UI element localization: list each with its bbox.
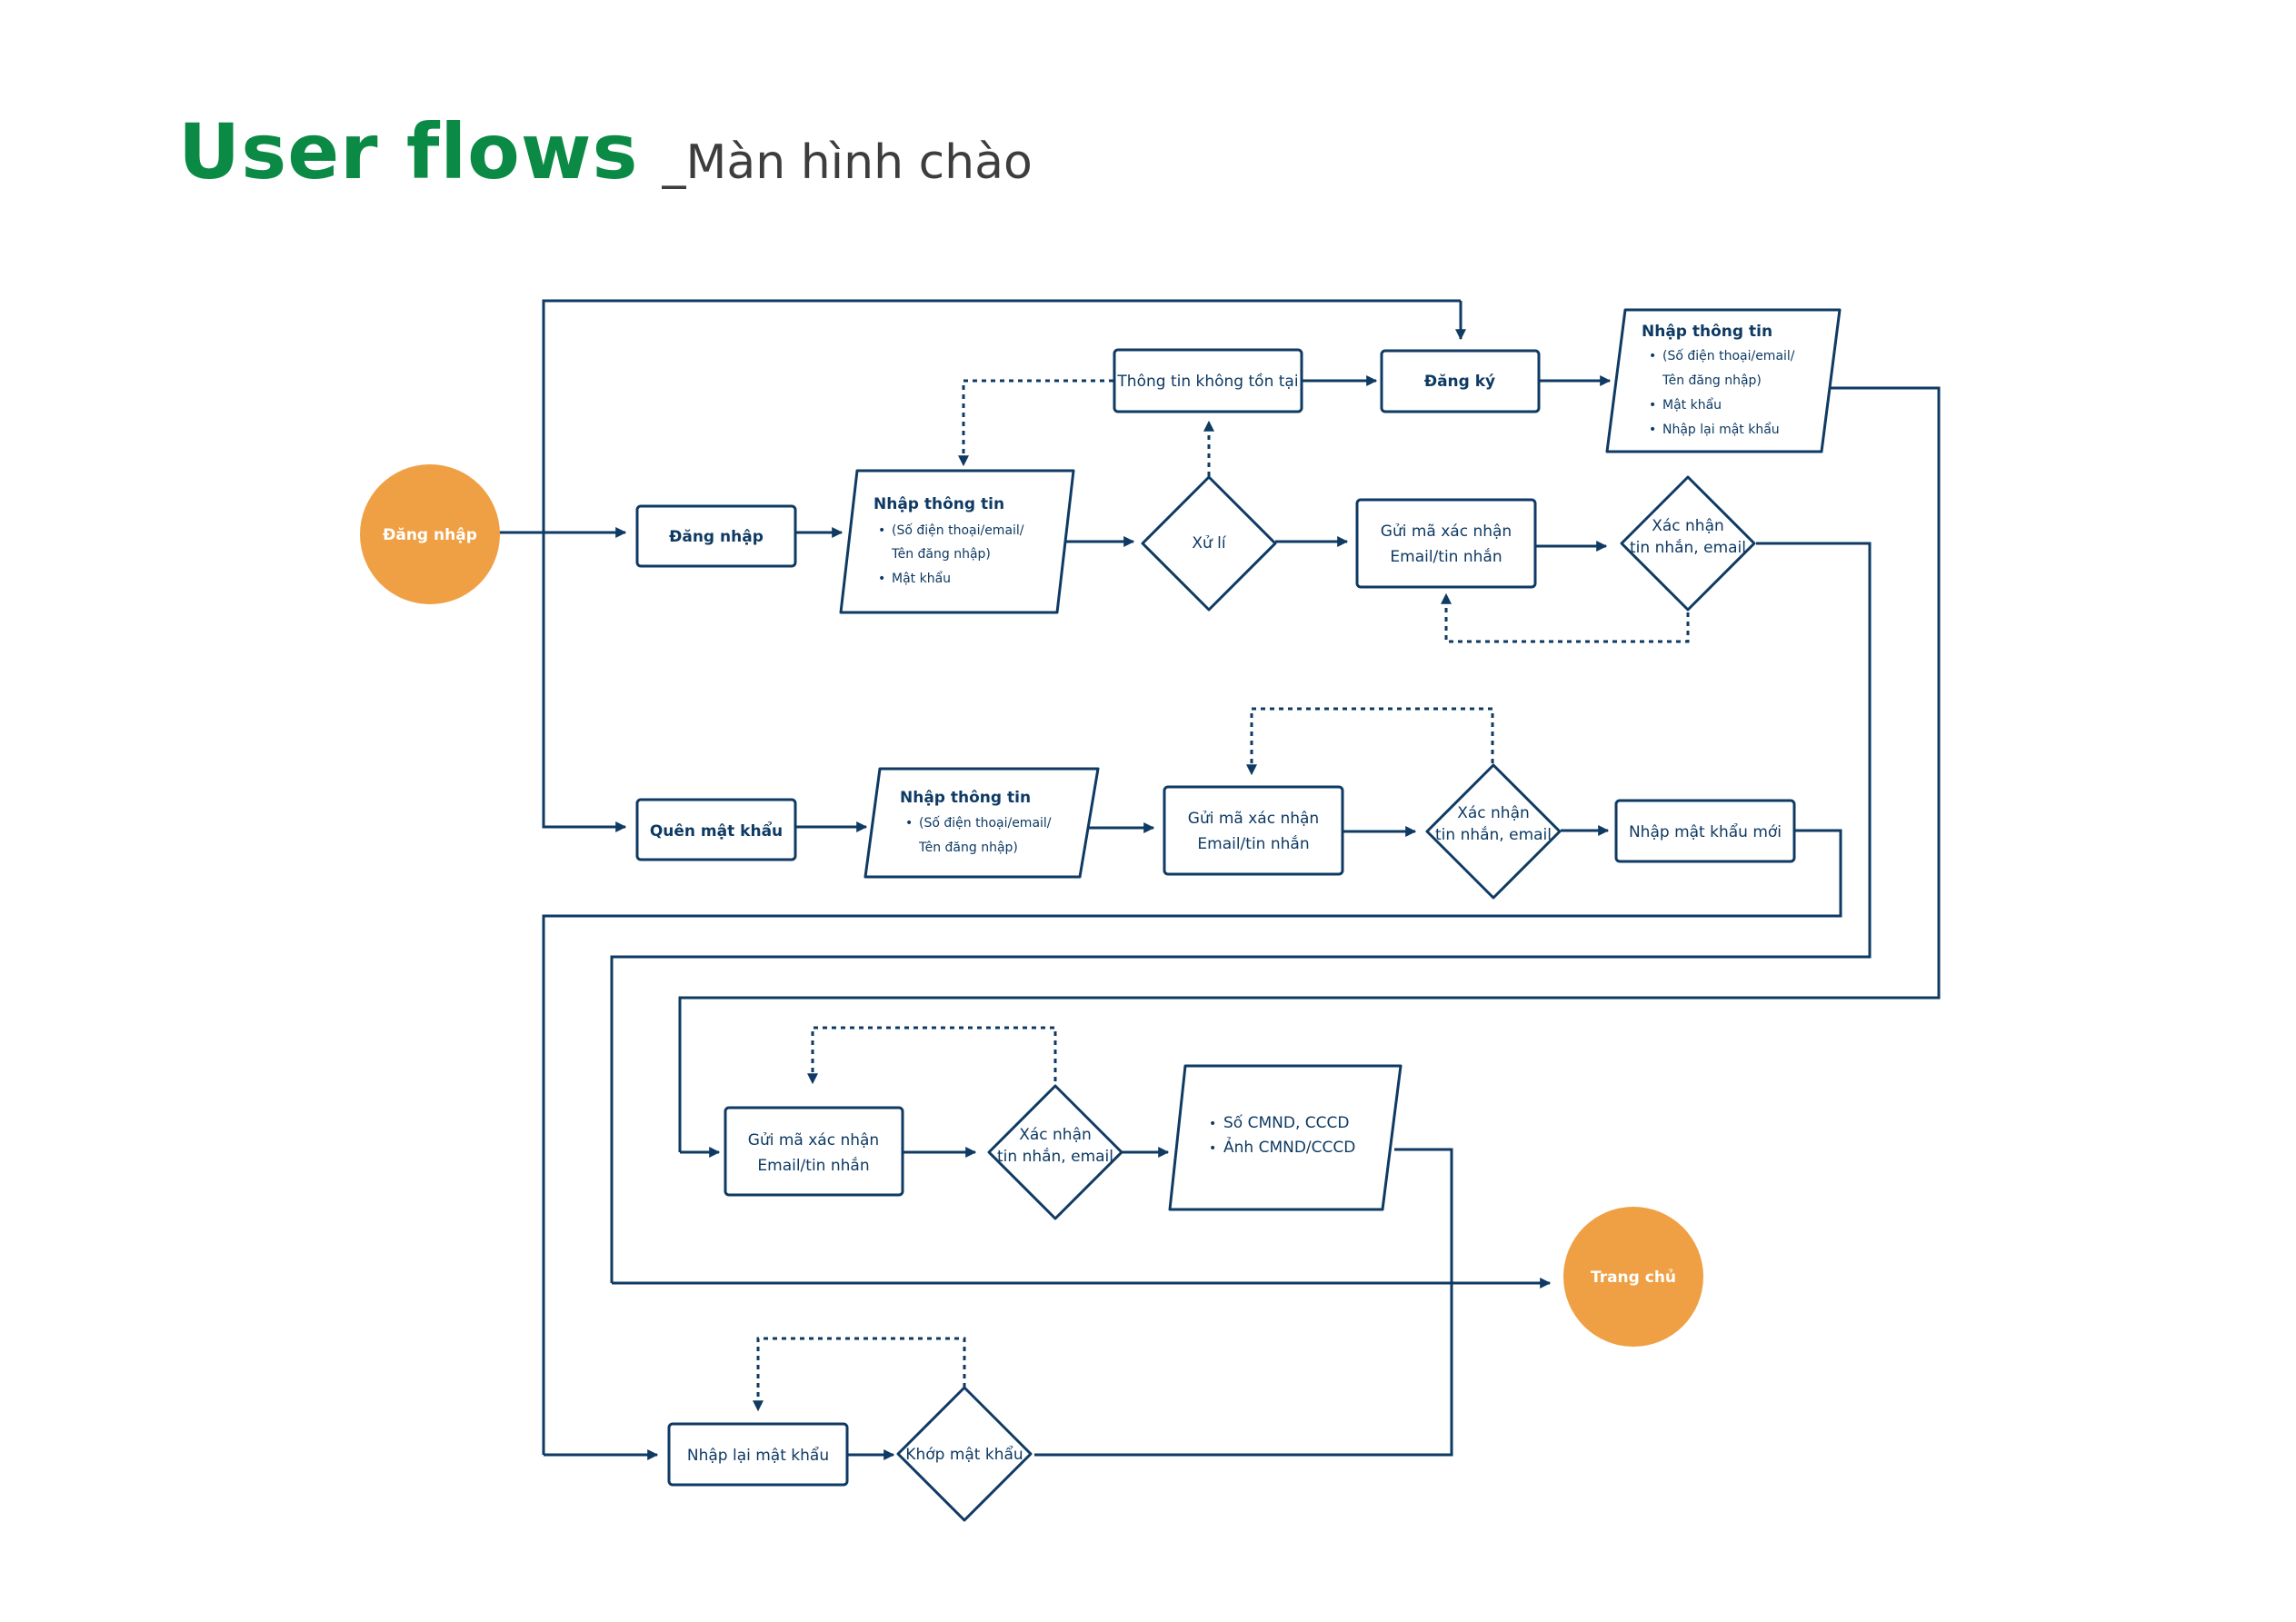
confirm-2-line1: Xác nhận [1457, 804, 1530, 822]
title-main: User flows [178, 107, 639, 196]
confirm-1-line1: Xác nhận [1652, 517, 1724, 535]
process-decision-label: Xử lí [1192, 534, 1227, 552]
register-input-line2: Tên đăng nhập) [1662, 373, 1762, 388]
svg-text:•: • [905, 816, 913, 831]
login-input-title: Nhập thông tin [873, 495, 1004, 513]
register-box: Đăng ký [1380, 349, 1541, 413]
forgot-password-box: Quên mật khẩu [635, 798, 797, 861]
register-input-node: Nhập thông tin • (Số điện thoại/email/ T… [1605, 308, 1842, 453]
confirm-3-line1: Xác nhận [1019, 1126, 1092, 1144]
info-not-exist-box: Thông tin không tồn tại [1113, 348, 1303, 413]
password-match-label: Khớp mật khẩu [905, 1445, 1023, 1464]
register-input-line4: Nhập lại mật khẩu [1662, 422, 1780, 437]
forgot-input-line1: (Số điện thoại/email/ [919, 815, 1052, 831]
connectors [496, 299, 1941, 1460]
send-code-2-line2: Email/tin nhắn [1197, 834, 1309, 853]
id-card-line2: Ảnh CMND/CCCD [1223, 1136, 1355, 1157]
page-title: User flows _Màn hình chào [178, 107, 1033, 196]
svg-text:•: • [1209, 1141, 1216, 1156]
start-node: Đăng nhập [360, 464, 500, 604]
forgot-input-node: Nhập thông tin • (Số điện thoại/email/ T… [863, 767, 1100, 879]
register-input-line1: (Số điện thoại/email/ [1662, 348, 1795, 363]
login-box-label: Đăng nhập [669, 528, 764, 546]
register-label: Đăng ký [1424, 373, 1495, 391]
id-card-line1: Số CMND, CCCD [1223, 1113, 1349, 1132]
forgot-input-line2: Tên đăng nhập) [918, 841, 1018, 855]
svg-text:•: • [1649, 349, 1656, 363]
login-input-line3: Mật khẩu [892, 571, 951, 586]
id-card-input-node: • Số CMND, CCCD • Ảnh CMND/CCCD [1168, 1064, 1403, 1211]
svg-text:•: • [878, 572, 885, 586]
svg-text:•: • [1649, 398, 1656, 413]
svg-text:•: • [1209, 1117, 1216, 1131]
register-input-line3: Mật khẩu [1662, 397, 1722, 413]
confirm-decision-1: Xác nhận tin nhắn, email [1620, 475, 1756, 612]
send-code-1-line2: Email/tin nhắn [1390, 547, 1502, 566]
send-code-3-line2: Email/tin nhắn [757, 1156, 869, 1175]
confirm-decision-3: Xác nhận tin nhắn, email [987, 1084, 1123, 1220]
confirm-1-line2: tin nhắn, email [1630, 538, 1746, 557]
confirm-decision-2: Xác nhận tin nhắn, email [1425, 763, 1562, 900]
register-input-title: Nhập thông tin [1642, 323, 1772, 341]
re-enter-password-label: Nhập lại mật khẩu [687, 1446, 829, 1465]
process-decision: Xử lí [1141, 475, 1277, 612]
confirm-3-line2: tin nhắn, email [997, 1147, 1113, 1166]
send-code-3-line1: Gửi mã xác nhận [748, 1131, 879, 1149]
forgot-password-label: Quên mật khẩu [650, 821, 783, 841]
svg-text:•: • [878, 523, 885, 538]
password-match-decision: Khớp mật khẩu [896, 1386, 1033, 1522]
end-node: Trang chủ [1563, 1207, 1703, 1347]
send-code-box-3: Gửi mã xác nhận Email/tin nhắn [724, 1106, 904, 1197]
login-box: Đăng nhập [635, 504, 797, 568]
confirm-2-line2: tin nhắn, email [1435, 825, 1552, 844]
re-enter-password-box: Nhập lại mật khẩu [667, 1422, 849, 1487]
login-input-line2: Tên đăng nhập) [891, 547, 991, 562]
forgot-input-title: Nhập thông tin [900, 789, 1031, 807]
svg-text:•: • [1649, 423, 1656, 437]
login-input-node: Nhập thông tin • (Số điện thoại/email/ T… [839, 469, 1075, 614]
title-sub: _Màn hình chào [662, 135, 1033, 190]
send-code-2-line1: Gửi mã xác nhận [1188, 810, 1319, 828]
send-code-1-line1: Gửi mã xác nhận [1381, 522, 1512, 541]
new-password-label: Nhập mật khẩu mới [1629, 822, 1782, 841]
new-password-box: Nhập mật khẩu mới [1614, 799, 1796, 863]
end-node-label: Trang chủ [1591, 1269, 1676, 1287]
start-node-label: Đăng nhập [383, 526, 477, 544]
send-code-box-2: Gửi mã xác nhận Email/tin nhắn [1163, 785, 1344, 876]
login-input-line1: (Số điện thoại/email/ [892, 522, 1024, 538]
send-code-box-1: Gửi mã xác nhận Email/tin nhắn [1355, 498, 1537, 589]
info-not-exist-label: Thông tin không tồn tại [1116, 372, 1298, 391]
